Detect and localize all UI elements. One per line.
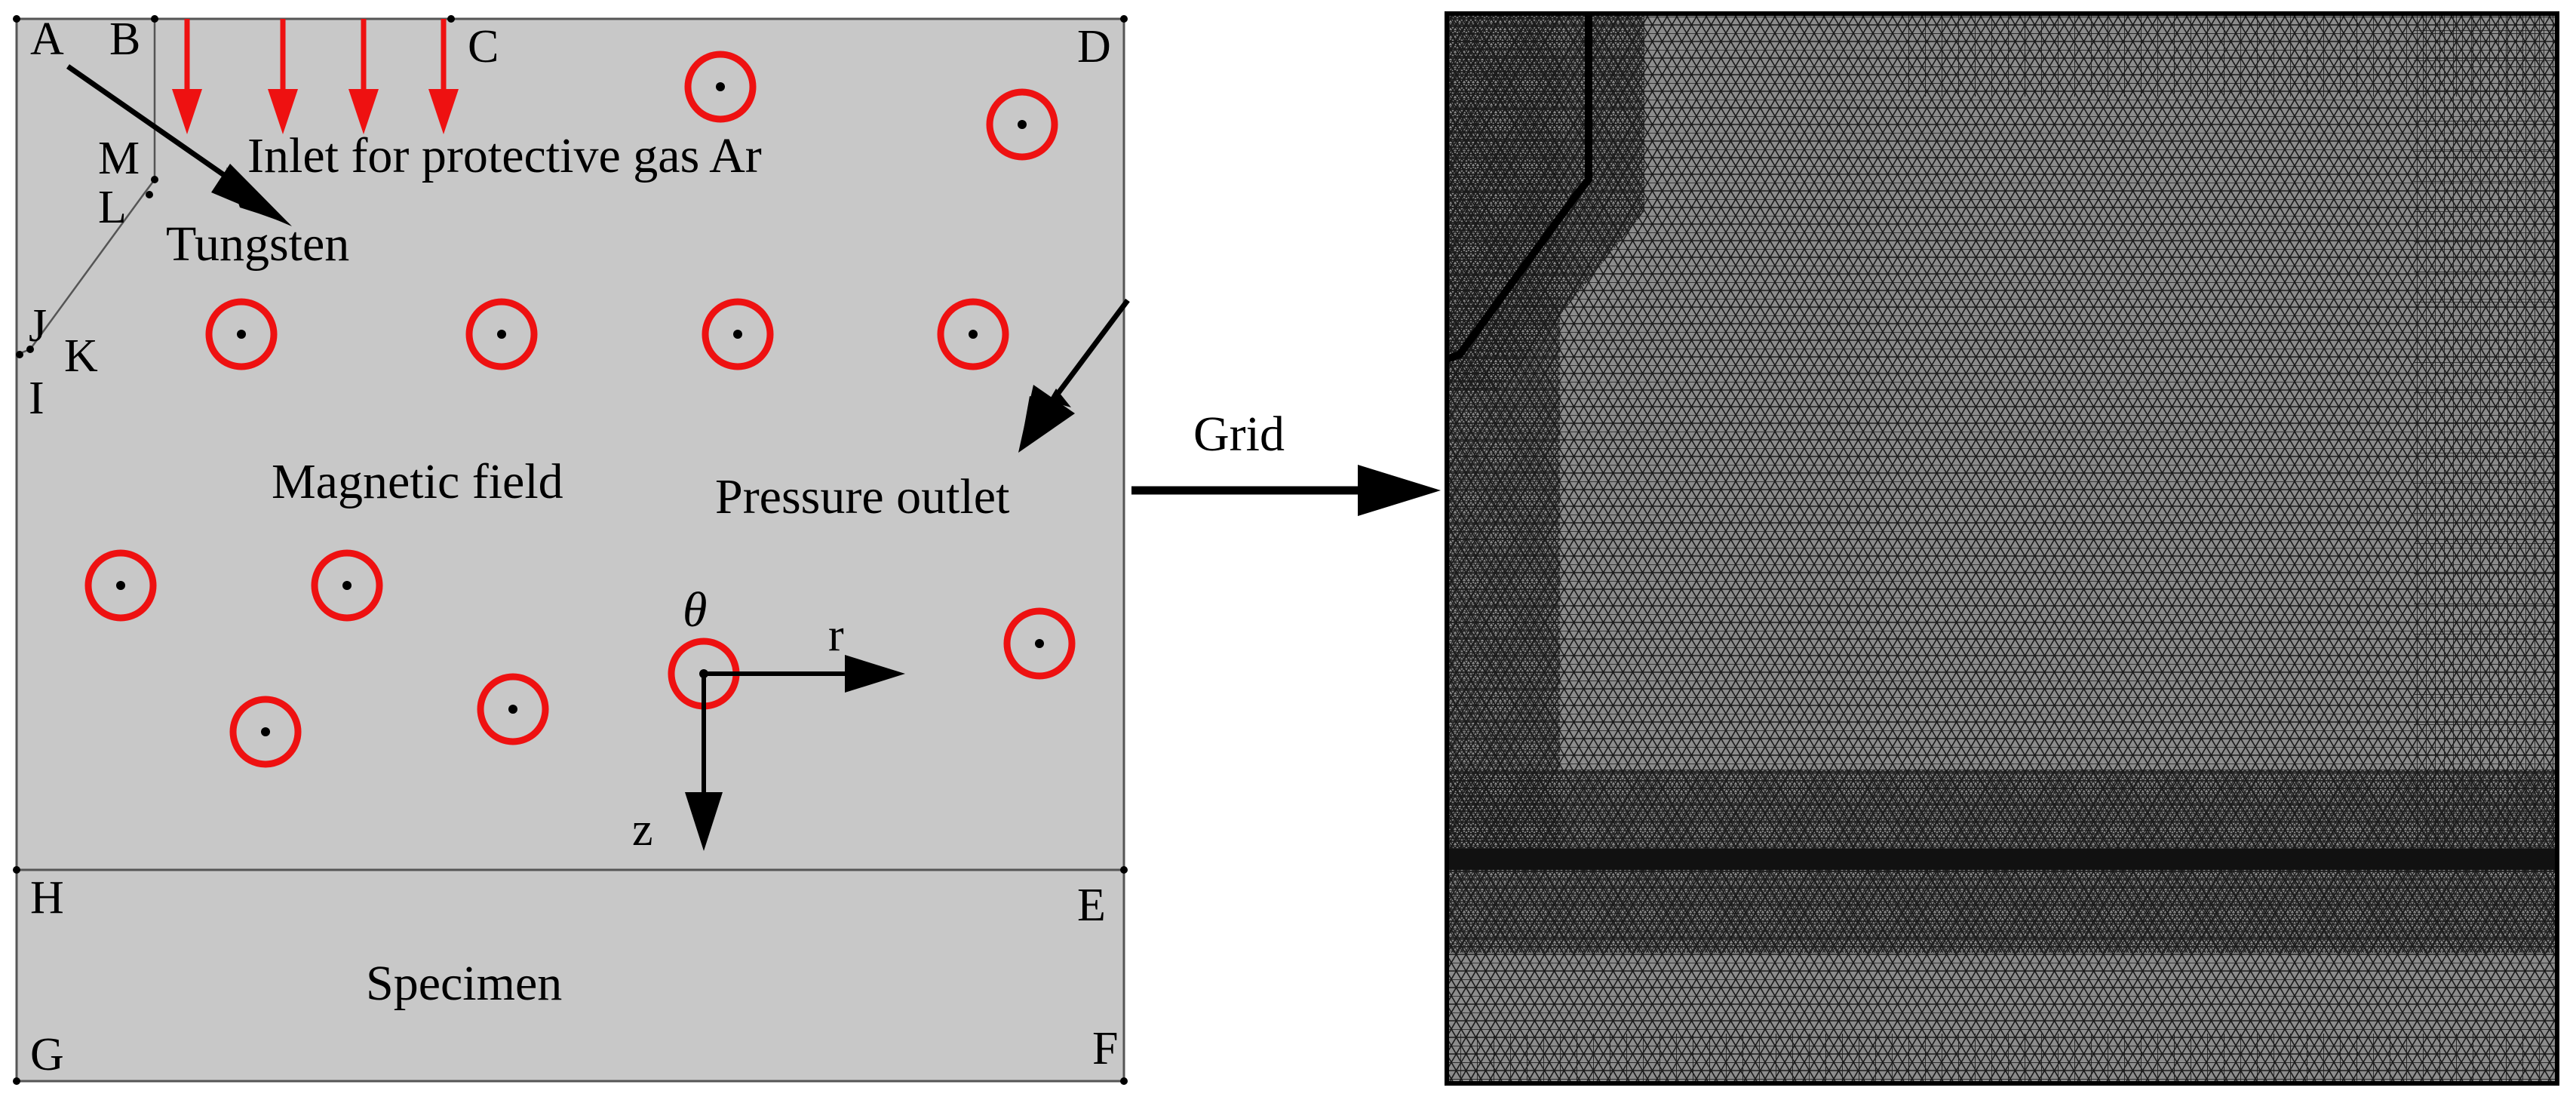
pressure-outlet-label: Pressure outlet (715, 469, 1009, 524)
label-k: K (64, 330, 98, 382)
inlet-label: Inlet for protective gas Ar (247, 128, 762, 183)
inlet-arrows (172, 19, 459, 134)
computational-domain (13, 15, 1128, 1085)
label-f: F (1092, 1023, 1118, 1074)
region-labels: Inlet for protective gas Ar Tungsten Mag… (166, 128, 1285, 1011)
red-down-arrow-icon (268, 19, 298, 134)
field-marker-icon (84, 549, 157, 622)
label-m: M (98, 133, 140, 184)
z-label: z (632, 804, 653, 856)
red-down-arrow-icon (348, 19, 379, 134)
label-h: H (30, 872, 64, 923)
label-j: J (29, 300, 47, 352)
mesh-specimen-structured (1447, 1034, 2557, 1083)
label-b: B (109, 14, 140, 65)
field-marker-icon (937, 298, 1009, 370)
outlet-pointer-arrow-icon (1018, 298, 1130, 453)
tungsten-label: Tungsten (166, 217, 349, 272)
magnetic-field-label: Magnetic field (272, 454, 563, 509)
field-marker-icon (229, 696, 302, 768)
mesh-structured-right (2414, 14, 2557, 868)
grid-arrow-icon (1131, 465, 1441, 516)
field-marker-icon (684, 51, 757, 123)
label-l: L (98, 182, 127, 233)
mesh-border (1445, 11, 2559, 1086)
specimen-label: Specimen (366, 956, 562, 1011)
field-marker-icon (986, 88, 1058, 161)
field-marker-icon (311, 549, 383, 622)
r-axis-arrow-icon (704, 655, 905, 693)
field-marker-icon (477, 673, 549, 745)
field-marker-icon (702, 298, 774, 370)
red-down-arrow-icon (428, 19, 459, 134)
mesh-dense-tungsten (1447, 14, 1644, 392)
specimen-region (15, 868, 1125, 1083)
label-e: E (1077, 880, 1106, 931)
corner-dots (13, 15, 1128, 1085)
mesh-tungsten-edge (1445, 14, 1592, 363)
callout-arrows (66, 64, 1441, 516)
mesh-interface-band (1447, 849, 2557, 870)
label-g: G (30, 1029, 64, 1080)
label-a: A (30, 14, 64, 65)
coordinate-axes (685, 655, 905, 851)
r-label: r (828, 610, 844, 661)
field-marker-icon (1003, 607, 1076, 680)
label-i: I (29, 373, 45, 424)
tungsten-pointer-arrow-icon (66, 64, 292, 226)
grid-label: Grid (1193, 407, 1285, 462)
red-down-arrow-icon (172, 19, 202, 134)
field-marker-icon (205, 298, 278, 370)
label-c: C (468, 21, 499, 72)
field-marker-icon (465, 298, 538, 370)
z-axis-arrow-icon (685, 674, 723, 851)
label-d: D (1077, 21, 1111, 72)
theta-label: θ (683, 582, 707, 638)
mesh-specimen-dense (1447, 870, 2557, 953)
magnetic-field-markers (84, 51, 1076, 768)
mesh-panel (1445, 11, 2559, 1086)
point-labels: A B C D M L J K I H E G F (29, 14, 1118, 1080)
